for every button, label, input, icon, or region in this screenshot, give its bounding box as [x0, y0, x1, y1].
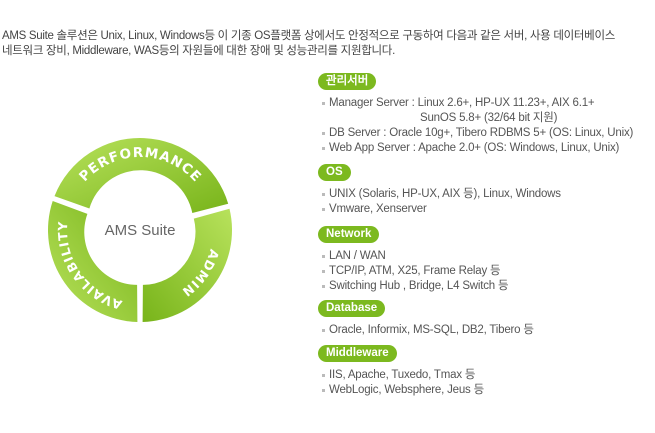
list-item: Web App Server : Apache 2.0+ (OS: Window…	[322, 141, 633, 156]
list-item: DB Server : Oracle 10g+, Tibero RDBMS 5+…	[322, 126, 633, 141]
list-item: SunOS 5.8+ (32/64 bit 지원)	[420, 112, 558, 124]
list-item: TCP/IP, ATM, X25, Frame Relay 등	[322, 264, 508, 279]
section-title: Database	[318, 300, 386, 317]
segment-admin	[142, 208, 233, 322]
list-item: Vmware, Xenserver	[322, 202, 561, 217]
list-item: UNIX (Solaris, HP-UX, AIX 등), Linux, Win…	[322, 187, 561, 202]
intro-line-1: AMS Suite 솔루션은 Unix, Linux, Windows등 이 기…	[2, 30, 616, 42]
list-item: IIS, Apache, Tuxedo, Tmax 등	[322, 368, 484, 383]
section-os: OS UNIX (Solaris, HP-UX, AIX 등), Linux, …	[318, 162, 561, 217]
section-title: 관리서버	[318, 73, 377, 90]
list-item: Switching Hub , Bridge, L4 Switch 등	[322, 279, 509, 294]
section-management-server: 관리서버 Manager Server : Linux 2.6+, HP-UX …	[318, 71, 633, 156]
list-item: Oracle, Informix, MS-SQL, DB2, Tibero 등	[322, 323, 534, 338]
intro-text: AMS Suite 솔루션은 Unix, Linux, Windows등 이 기…	[2, 29, 615, 59]
ams-suite-diagram: PERFORMANCE ADMIN AVAILABILITY AMS Suite	[47, 137, 233, 322]
section-database: Database Oracle, Informix, MS-SQL, DB2, …	[318, 298, 534, 338]
center-label: AMS Suite	[105, 222, 176, 239]
section-middleware: Middleware IIS, Apache, Tuxedo, Tmax 등 W…	[318, 343, 484, 398]
section-title: Middleware	[318, 345, 397, 362]
section-title: Network	[318, 226, 380, 243]
center-circle	[87, 177, 193, 283]
list-item: WebLogic, Websphere, Jeus 등	[322, 383, 484, 398]
intro-line-2: 네트워크 장비, Middleware, WAS등의 자원들에 대한 장애 및 …	[2, 45, 395, 57]
segment-performance	[54, 137, 229, 213]
section-title: OS	[318, 164, 351, 181]
section-network: Network LAN / WAN TCP/IP, ATM, X25, Fram…	[318, 224, 509, 294]
segment-availability	[47, 201, 138, 322]
list-item: Manager Server : Linux 2.6+, HP-UX 11.23…	[322, 96, 633, 111]
list-item: LAN / WAN	[322, 249, 508, 264]
